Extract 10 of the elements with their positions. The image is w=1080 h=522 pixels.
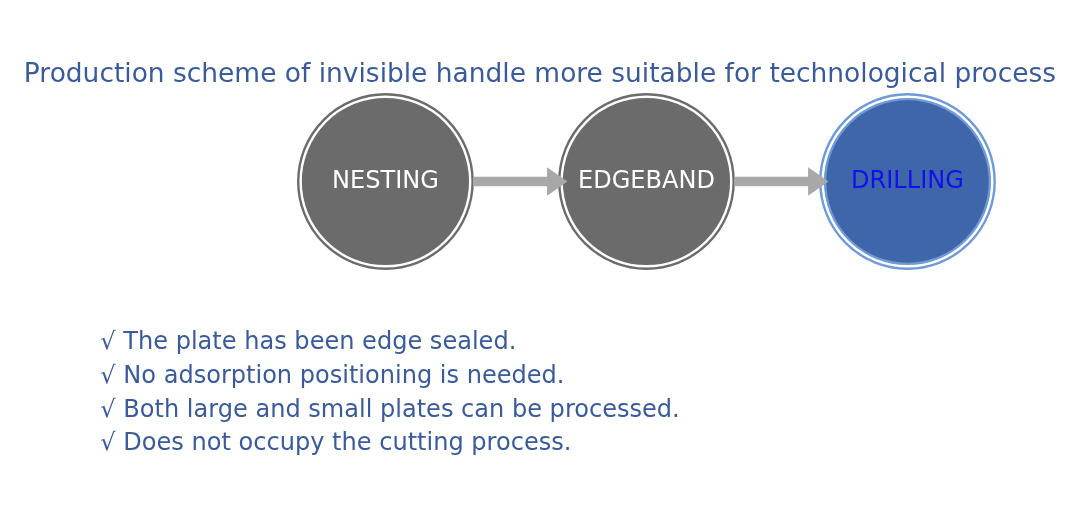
label: √ The plate has been edge sealed.: [100, 326, 517, 355]
label: √ No adsorption positioning is needed.: [100, 360, 565, 389]
arrow: [473, 166, 568, 196]
node-circle: DRILLING: [819, 92, 996, 270]
node-circle: EDGEBAND: [558, 92, 735, 270]
node-circle: NESTING: [297, 92, 474, 270]
label: √ Does not occupy the cutting process.: [100, 427, 572, 456]
diagram-title: Production scheme of invisible handle more suitable for technological process: [23, 56, 1057, 88]
label: √ Both large and small plates can be processed.: [100, 394, 680, 423]
arrow: [734, 166, 829, 196]
